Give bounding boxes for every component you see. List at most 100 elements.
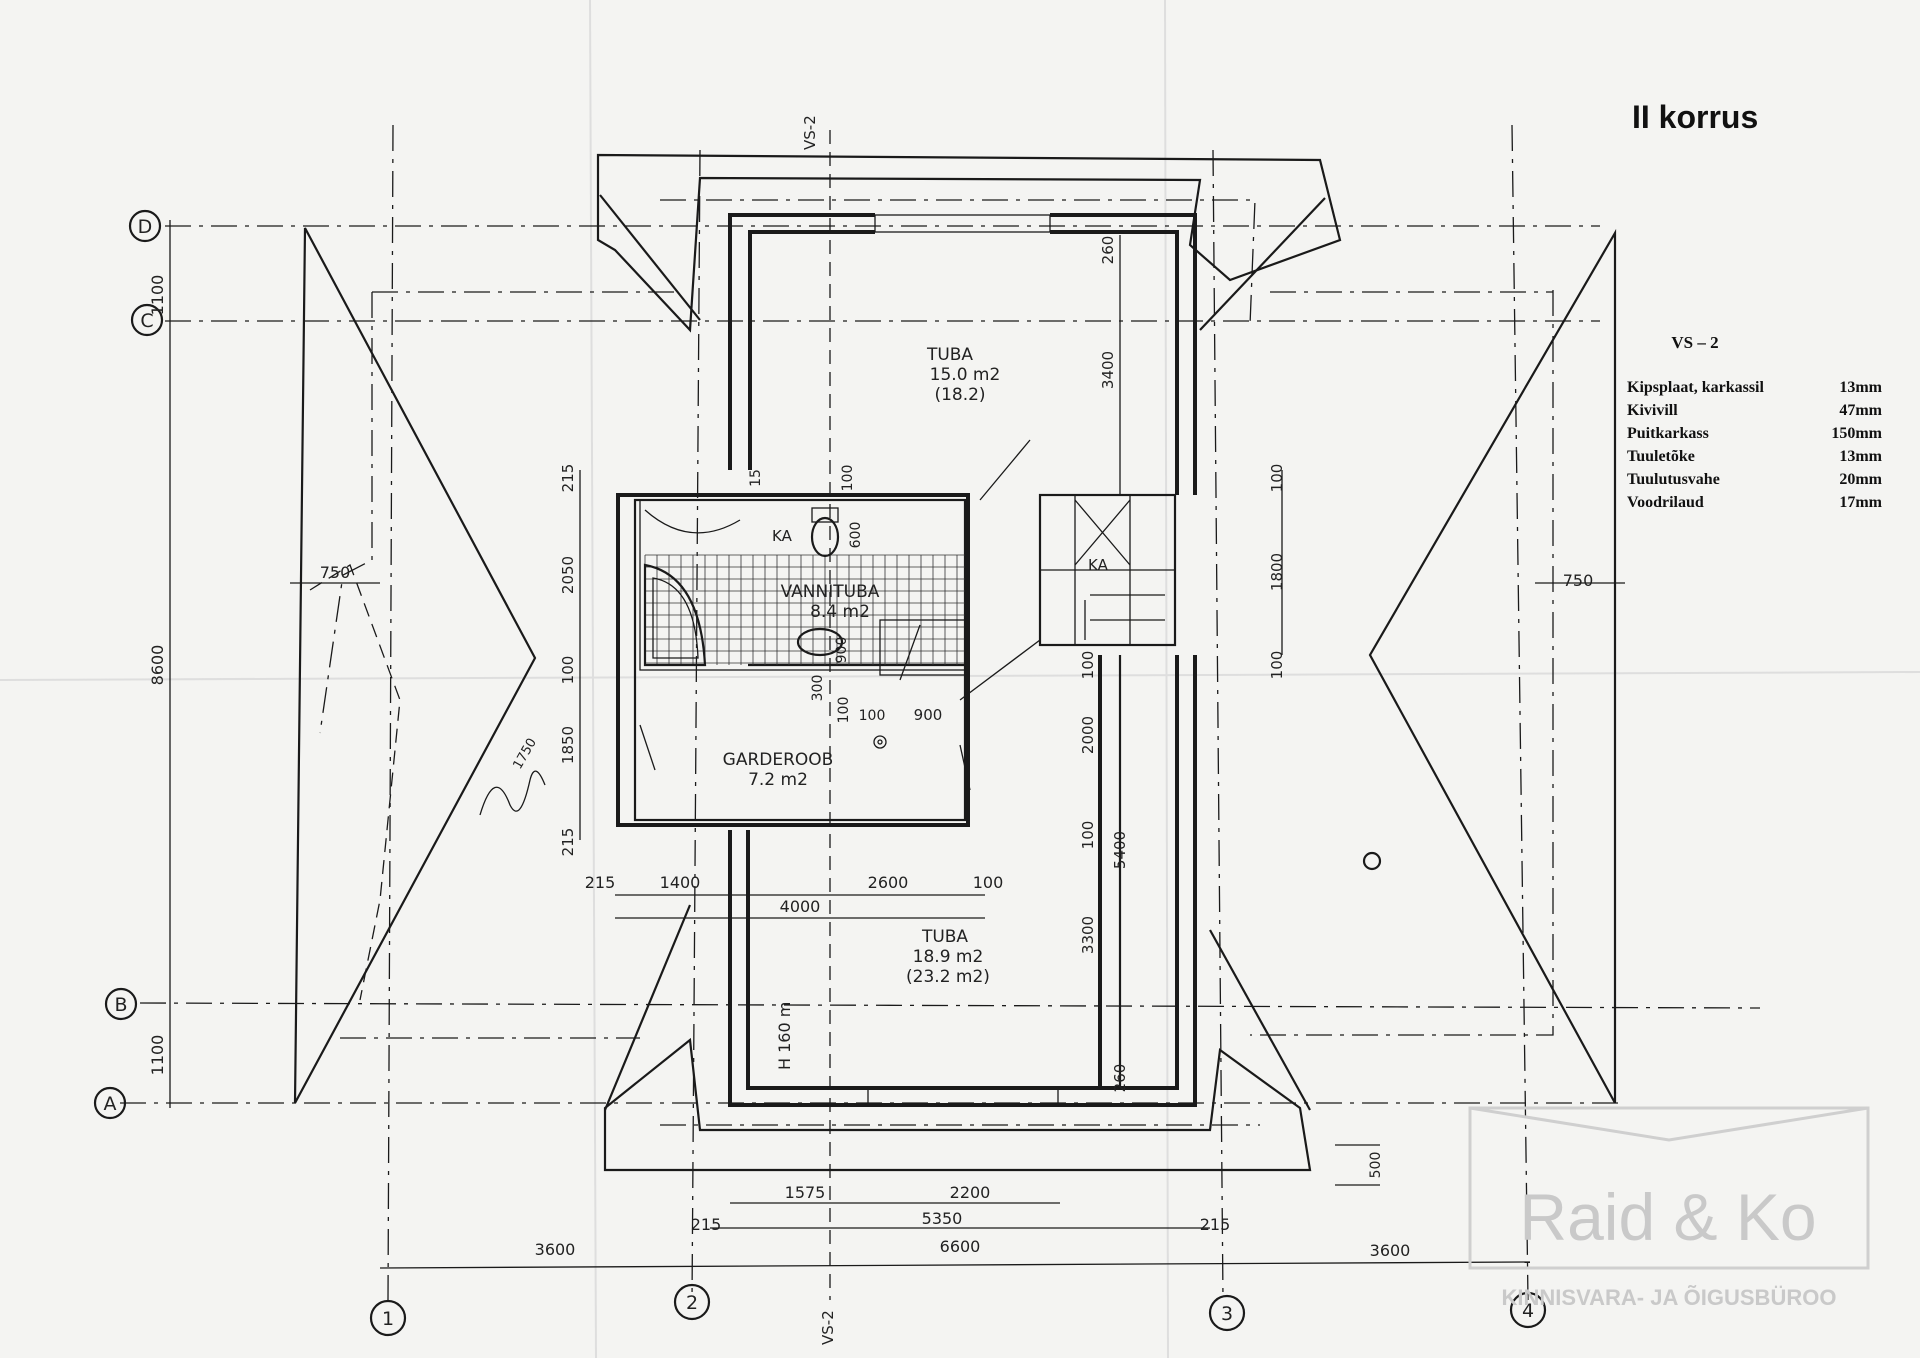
- svg-text:(18.2): (18.2): [934, 385, 985, 405]
- window-bottom: [867, 1087, 1059, 1106]
- window-top-left: [874, 214, 1051, 233]
- svg-text:215: 215: [691, 1215, 722, 1234]
- legend-row: Tuuletõke 13mm: [1627, 448, 1883, 465]
- grid-bubble-4: 4: [1509, 1291, 1547, 1329]
- roof-right: [1250, 228, 1617, 1104]
- svg-text:1800: 1800: [1268, 553, 1286, 591]
- room-garderoob: GARDEROOB 7.2 m2: [723, 750, 834, 790]
- svg-text:1400: 1400: [660, 873, 701, 892]
- svg-text:47mm: 47mm: [1839, 402, 1882, 419]
- svg-text:600: 600: [848, 522, 864, 549]
- svg-text:Kipsplaat, karkassil: Kipsplaat, karkassil: [1627, 379, 1764, 396]
- svg-text:1850: 1850: [559, 726, 577, 764]
- grid-bubble-b: B: [104, 987, 138, 1021]
- svg-text:100: 100: [859, 708, 886, 724]
- room-vannituba: VANNITUBA 8.4 m2: [781, 582, 880, 622]
- grid-bubble-1: 1: [369, 1299, 407, 1337]
- svg-text:260: 260: [1111, 1064, 1129, 1093]
- handwritten-note: 1750: [510, 736, 540, 772]
- svg-text:1100: 1100: [148, 275, 167, 316]
- label-ka-stair: KA: [1088, 556, 1109, 574]
- svg-text:TUBA: TUBA: [921, 927, 968, 947]
- svg-text:215: 215: [585, 873, 616, 892]
- signature-mark: [479, 770, 546, 816]
- svg-text:100: 100: [836, 697, 852, 724]
- svg-text:500: 500: [1368, 1152, 1384, 1179]
- legend-title: VS – 2: [1671, 333, 1718, 352]
- svg-text:2000: 2000: [1079, 716, 1097, 754]
- section-mark-bottom: VS-2: [819, 1310, 837, 1345]
- svg-text:3600: 3600: [535, 1240, 576, 1259]
- svg-text:3600: 3600: [1370, 1241, 1411, 1260]
- svg-text:Puitkarkass: Puitkarkass: [1627, 425, 1709, 442]
- svg-text:750: 750: [1563, 571, 1594, 590]
- legend-row: Tuulutusvahe 20mm: [1627, 471, 1883, 488]
- svg-text:1575: 1575: [785, 1183, 826, 1202]
- svg-text:7.2 m2: 7.2 m2: [748, 770, 808, 790]
- svg-text:D: D: [138, 216, 153, 238]
- svg-text:A: A: [104, 1093, 117, 1115]
- svg-text:TUBA: TUBA: [926, 345, 973, 365]
- svg-text:13mm: 13mm: [1839, 448, 1882, 465]
- roof-bottom: [603, 904, 1312, 1172]
- stair-block: [959, 439, 1177, 701]
- svg-text:3400: 3400: [1099, 351, 1117, 389]
- svg-text:Tuuletõke: Tuuletõke: [1627, 448, 1695, 465]
- svg-text:150mm: 150mm: [1831, 425, 1882, 442]
- page-title: II korrus: [1632, 99, 1758, 135]
- svg-text:100: 100: [1268, 651, 1286, 680]
- grid-bubble-3: 3: [1208, 1294, 1246, 1332]
- watermark-logo: Raid & Ko KINNISVARA- JA ÕIGUSBÜROO: [1468, 1106, 1870, 1310]
- svg-text:100: 100: [1268, 464, 1286, 493]
- svg-text:5350: 5350: [922, 1209, 963, 1228]
- svg-text:18.9 m2: 18.9 m2: [913, 947, 984, 967]
- svg-text:2050: 2050: [559, 556, 577, 594]
- watermark-tagline: KINNISVARA- JA ÕIGUSBÜROO: [1502, 1285, 1837, 1310]
- exterior-walls: [616, 213, 1197, 1107]
- watermark-brand: Raid & Ko: [1519, 1180, 1816, 1254]
- svg-text:100: 100: [559, 656, 577, 685]
- svg-text:215: 215: [1200, 1215, 1231, 1234]
- svg-text:100: 100: [1079, 651, 1097, 680]
- room-tuba-lower: TUBA 18.9 m2 (23.2 m2): [906, 927, 990, 987]
- svg-text:4: 4: [1522, 1300, 1534, 1322]
- svg-text:3: 3: [1221, 1303, 1233, 1325]
- svg-text:(23.2 m2): (23.2 m2): [906, 967, 990, 987]
- roof-top: [372, 153, 1342, 333]
- label-ka-bath: KA: [772, 527, 793, 545]
- svg-text:B: B: [114, 994, 127, 1016]
- svg-text:6600: 6600: [940, 1237, 981, 1256]
- svg-text:215: 215: [559, 464, 577, 493]
- svg-text:900: 900: [834, 637, 850, 664]
- svg-text:Voodrilaud: Voodrilaud: [1627, 494, 1704, 511]
- svg-text:5400: 5400: [1111, 831, 1129, 869]
- svg-text:2: 2: [686, 1292, 698, 1314]
- svg-text:1: 1: [382, 1308, 394, 1330]
- svg-text:15.0 m2: 15.0 m2: [930, 365, 1001, 385]
- legend-row: Puitkarkass 150mm: [1627, 425, 1883, 442]
- svg-text:900: 900: [914, 706, 943, 724]
- label-ceiling-height: H 160 m: [775, 1002, 794, 1070]
- svg-text:2200: 2200: [950, 1183, 991, 1202]
- svg-text:100: 100: [1079, 821, 1097, 850]
- dimension-labels: 1100 8600 1100 750 750 215 2050 100 1850…: [148, 236, 1593, 1260]
- svg-text:2600: 2600: [868, 873, 909, 892]
- dimension-lines: [169, 220, 1625, 1269]
- svg-text:100: 100: [973, 873, 1004, 892]
- svg-text:8600: 8600: [148, 645, 167, 686]
- svg-text:8.4 m2: 8.4 m2: [810, 602, 870, 622]
- grid-bubble-d: D: [128, 209, 162, 243]
- svg-text:1100: 1100: [148, 1035, 167, 1076]
- svg-text:Kivivill: Kivivill: [1627, 402, 1678, 419]
- svg-text:13mm: 13mm: [1839, 379, 1882, 396]
- svg-text:20mm: 20mm: [1839, 471, 1882, 488]
- wall-legend: VS – 2 Kipsplaat, karkassil 13mm Kivivil…: [1627, 333, 1883, 511]
- svg-text:4000: 4000: [780, 897, 821, 916]
- svg-text:Tuulutusvahe: Tuulutusvahe: [1627, 471, 1720, 488]
- svg-text:VANNITUBA: VANNITUBA: [781, 582, 880, 602]
- svg-text:C: C: [140, 310, 153, 332]
- legend-row: Voodrilaud 17mm: [1627, 494, 1883, 511]
- svg-text:GARDEROOB: GARDEROOB: [723, 750, 834, 770]
- svg-text:215: 215: [559, 828, 577, 857]
